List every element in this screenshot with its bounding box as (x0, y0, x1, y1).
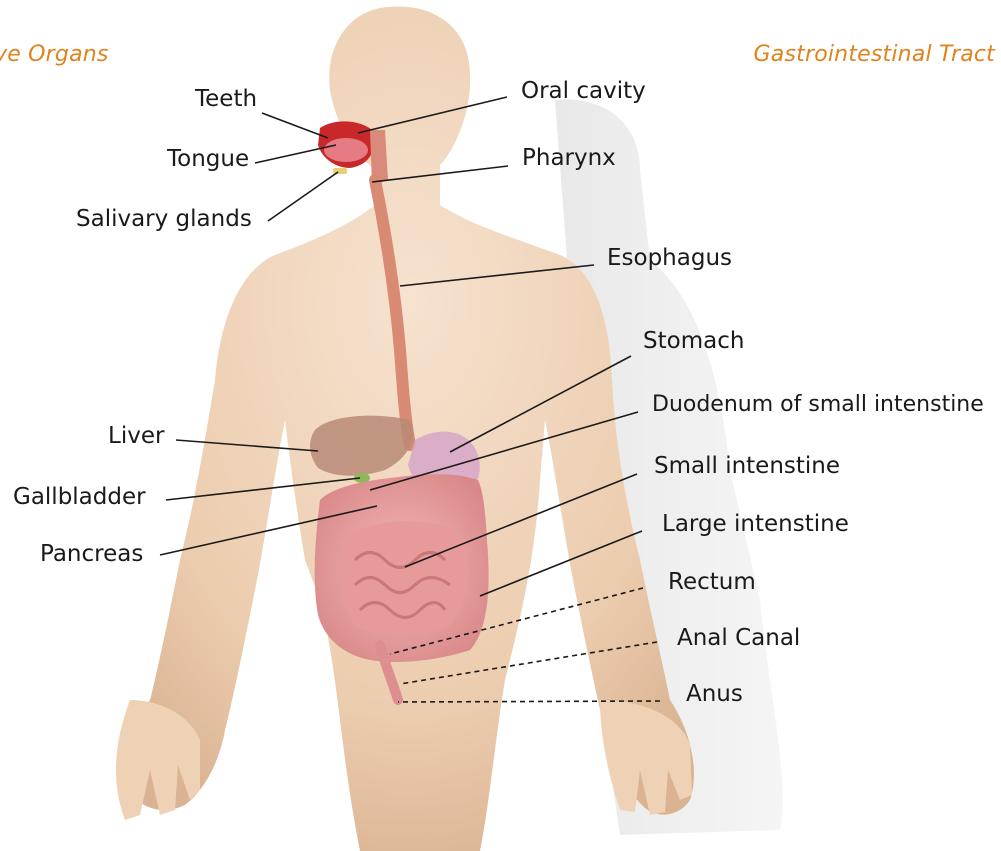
label-anal-canal: Anal Canal (677, 627, 800, 650)
label-tongue: Tongue (167, 148, 249, 171)
label-rectum: Rectum (668, 571, 756, 594)
label-pharynx: Pharynx (522, 147, 616, 170)
label-gallbladder: Gallbladder (13, 486, 146, 509)
label-oral-cavity: Oral cavity (521, 80, 646, 103)
label-liver: Liver (108, 425, 164, 448)
label-stomach: Stomach (643, 330, 744, 353)
label-esophagus: Esophagus (607, 247, 732, 270)
header-left: ve Organs (0, 42, 109, 67)
label-teeth: Teeth (195, 88, 257, 111)
label-anus: Anus (686, 683, 743, 706)
label-pancreas: Pancreas (40, 543, 143, 566)
label-large-intestine: Large intenstine (662, 513, 849, 536)
label-small-intestine: Small intenstine (654, 455, 840, 478)
leader-teeth (262, 113, 328, 138)
header-right: Gastrointestinal Tract (754, 42, 995, 67)
leader-salivary (268, 172, 338, 221)
tongue-shape (324, 138, 368, 162)
label-duodenum: Duodenum of small intenstine (652, 394, 984, 416)
label-salivary-glands: Salivary glands (76, 208, 252, 231)
